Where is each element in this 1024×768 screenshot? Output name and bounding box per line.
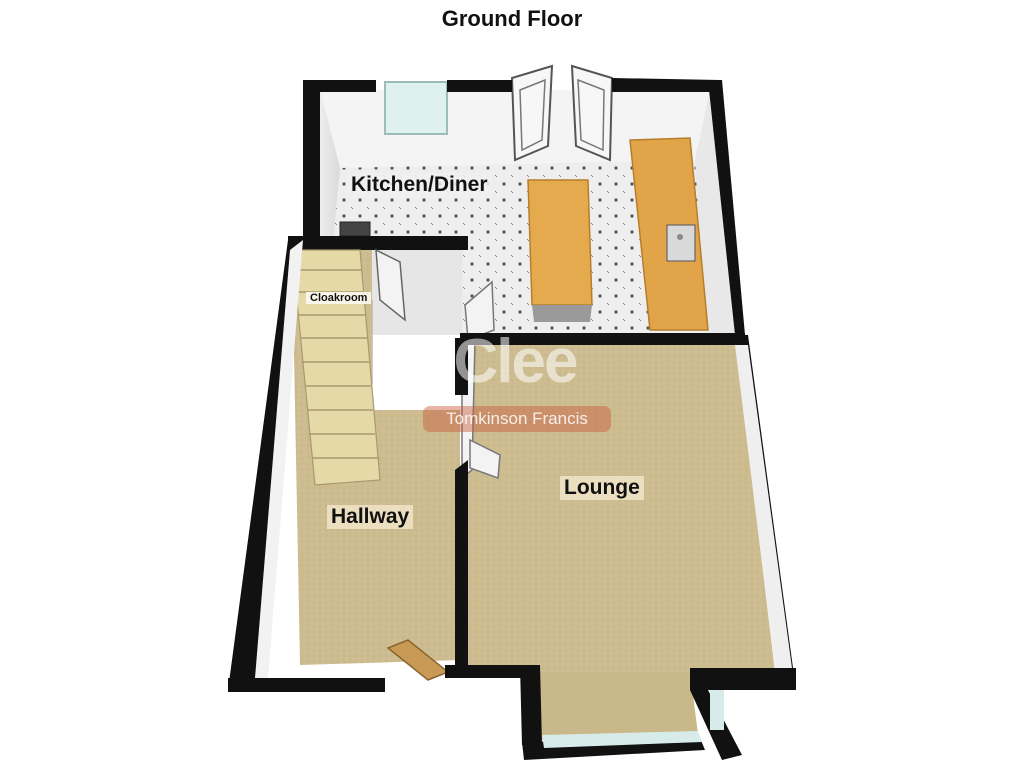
hob — [339, 221, 371, 237]
french-doors — [510, 64, 614, 162]
room-label-kitchen-diner: Kitchen/Diner — [347, 173, 492, 197]
watermark-tagline: Tomkinson Francis — [423, 406, 611, 432]
plan-title: Ground Floor — [441, 6, 583, 31]
room-label-cloakroom: Cloakroom — [306, 292, 372, 304]
room-label-lounge: Lounge — [560, 476, 644, 500]
kitchen-island — [527, 179, 593, 322]
watermark-logo-text: Clee — [453, 327, 579, 396]
kitchen-right-wall-face — [695, 90, 735, 335]
kitchen-window — [384, 81, 448, 135]
hall-left-wall-face — [255, 240, 303, 678]
lounge-bay-floor — [535, 672, 698, 740]
bay-side-window — [710, 690, 724, 730]
room-label-hallway: Hallway — [327, 505, 414, 529]
lounge-door — [469, 438, 501, 480]
kitchen-hall-wall — [288, 236, 468, 250]
kitchen-door — [464, 280, 495, 342]
agent-watermark: Clee Tomkinson Francis — [415, 326, 655, 446]
lounge-floor — [460, 338, 775, 700]
cloakroom-door — [375, 248, 406, 322]
bay-window — [542, 731, 702, 748]
lounge-right-wall-face — [735, 345, 792, 668]
kitchen-worktop — [629, 137, 709, 331]
